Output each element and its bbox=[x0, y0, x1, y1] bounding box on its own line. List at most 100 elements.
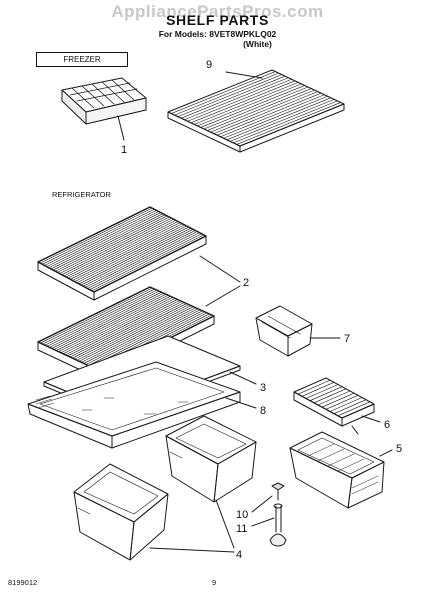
callout-9: 9 bbox=[206, 59, 212, 71]
shelf-wire bbox=[206, 88, 312, 131]
crisper-frame-drawing bbox=[27, 361, 257, 449]
shelf-wire bbox=[325, 395, 359, 410]
shelf-wire bbox=[50, 213, 164, 270]
shelf-wire bbox=[233, 100, 338, 144]
shelf-wire bbox=[200, 85, 306, 128]
shelf-wire bbox=[44, 289, 158, 346]
freezer-shelf-drawing bbox=[167, 69, 345, 153]
shelf-wire bbox=[70, 223, 183, 280]
shelf-wire bbox=[74, 303, 187, 360]
shelf-wire bbox=[180, 75, 286, 119]
shelf-wire bbox=[321, 392, 355, 408]
shelf-wire bbox=[297, 379, 331, 395]
callout-8: 8 bbox=[260, 405, 266, 417]
shelf-wire bbox=[76, 304, 190, 361]
callout-11: 11 bbox=[236, 523, 247, 535]
meat-pan-drawing bbox=[289, 431, 393, 509]
shelf-wire bbox=[87, 232, 200, 289]
callout-7: 7 bbox=[344, 333, 350, 345]
shelf-wire bbox=[65, 299, 178, 356]
callout-6: 6 bbox=[384, 419, 390, 431]
shelf-wire bbox=[301, 382, 335, 397]
leveling-leg-drawing bbox=[251, 482, 287, 547]
shelf-wire bbox=[59, 217, 172, 274]
shelf-wire bbox=[236, 102, 342, 145]
shelf-wire bbox=[78, 227, 192, 285]
shelf-wire bbox=[210, 89, 315, 133]
shelf-wire bbox=[229, 99, 335, 142]
shelf-wire bbox=[309, 386, 343, 401]
shelf-wire bbox=[58, 296, 171, 352]
shelf-wire bbox=[329, 397, 363, 412]
shelf-wire bbox=[80, 229, 194, 286]
shelf-wire bbox=[220, 94, 325, 138]
refrigerator-section-label: REFRIGERATOR bbox=[52, 190, 111, 199]
shelf-wire bbox=[44, 210, 157, 266]
ice-tray-drawing bbox=[61, 77, 147, 141]
shelf-wire bbox=[91, 234, 205, 292]
shelf-wire bbox=[78, 305, 192, 362]
callout-1: 1 bbox=[121, 144, 127, 156]
shelf-wire bbox=[39, 287, 153, 344]
shelf-wire bbox=[53, 293, 167, 350]
shelf-wire bbox=[213, 91, 319, 134]
freezer-section-label: FREEZER bbox=[36, 52, 128, 67]
callout-4: 4 bbox=[236, 549, 242, 561]
shelf-wire bbox=[54, 215, 168, 272]
shelf-wire bbox=[71, 302, 185, 359]
shelf-wire bbox=[197, 83, 302, 127]
models-line: For Models: 8VET8WPKLQ02 bbox=[158, 29, 277, 39]
shelf-wire bbox=[61, 218, 174, 275]
callout-2: 2 bbox=[243, 277, 249, 289]
shelf-wire bbox=[60, 297, 174, 354]
utility-bin-drawing bbox=[255, 305, 341, 357]
shelf-wire bbox=[42, 288, 155, 345]
shelf-wire bbox=[226, 97, 332, 141]
shelf-wire bbox=[333, 399, 367, 414]
shelf-wire bbox=[89, 233, 202, 290]
shelf-wire bbox=[87, 309, 201, 366]
crisper-pan-left-drawing bbox=[73, 463, 169, 561]
shelf-wire bbox=[72, 224, 185, 281]
crisper-pan-right-drawing bbox=[165, 415, 257, 503]
shelf-wire bbox=[187, 78, 292, 122]
shelf-wire bbox=[46, 290, 160, 347]
shelf-wire bbox=[76, 226, 190, 284]
callout-10: 10 bbox=[236, 509, 248, 521]
shelf-wire bbox=[174, 72, 279, 116]
shelf-wire bbox=[62, 298, 176, 355]
shelf-wire bbox=[223, 95, 328, 139]
shelf-wire bbox=[74, 225, 187, 282]
shelf-wire bbox=[85, 231, 198, 288]
shelf-wire bbox=[67, 222, 181, 279]
callout-3: 3 bbox=[260, 382, 266, 394]
callout-5: 5 bbox=[396, 443, 402, 455]
watermark-text: AppliancePartsPros.com bbox=[111, 2, 324, 21]
shelf-wire bbox=[203, 86, 309, 130]
document-number: 8199012 bbox=[8, 578, 38, 587]
shelf-wire bbox=[51, 292, 165, 349]
shelf-wire bbox=[42, 208, 155, 265]
shelf-wire bbox=[46, 211, 159, 267]
page-number: 9 bbox=[212, 578, 217, 587]
shelf-wire bbox=[313, 388, 347, 404]
shelf-wire bbox=[170, 71, 276, 114]
shelf-wire bbox=[63, 220, 177, 277]
fridge-shelf-upper-drawing bbox=[37, 206, 207, 301]
shelf-wire bbox=[177, 74, 283, 117]
shelf-wire bbox=[49, 291, 162, 348]
shelf-wire bbox=[39, 207, 153, 264]
shelf-wire bbox=[317, 390, 351, 406]
shelf-wire bbox=[337, 401, 371, 417]
shelf-wire bbox=[85, 308, 199, 365]
shelf-wire bbox=[190, 80, 296, 124]
shelf-wire bbox=[55, 294, 169, 351]
shelf-wire bbox=[83, 307, 197, 364]
shelf-wire bbox=[193, 82, 299, 125]
page-title: SHELF PARTS bbox=[166, 12, 269, 28]
shelf-wire bbox=[65, 221, 179, 278]
shelf-wire bbox=[69, 301, 183, 358]
shelf-wire bbox=[67, 300, 181, 357]
shelf-wire bbox=[52, 214, 166, 271]
